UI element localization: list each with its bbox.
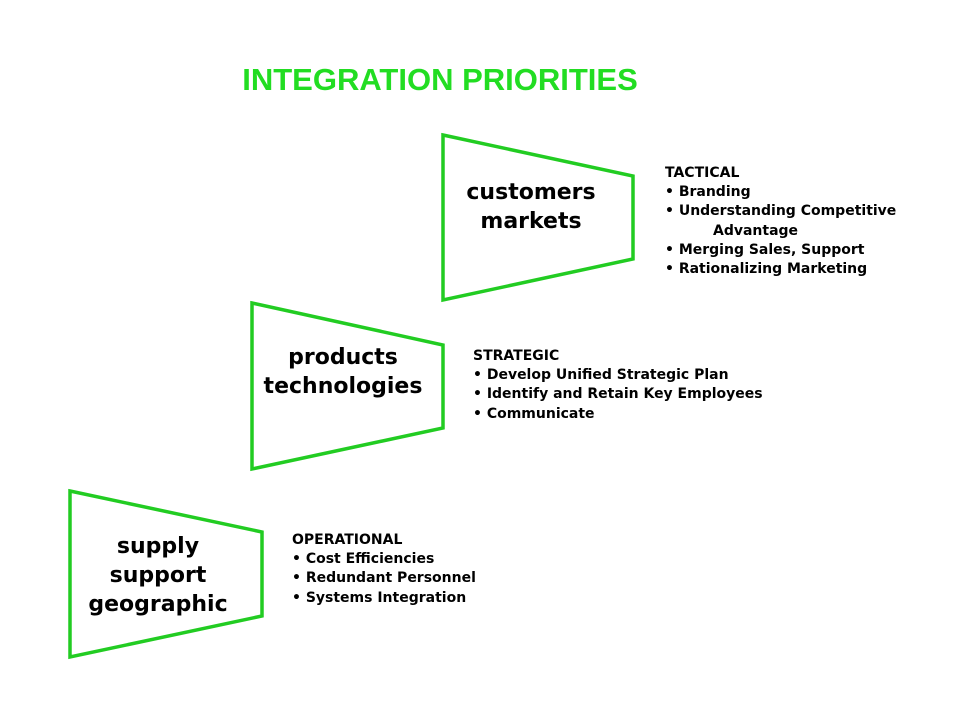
label-line: support (109, 563, 207, 588)
label-line: supply (116, 534, 200, 559)
trapezoid-operational (68, 488, 264, 660)
label-line: customers (466, 180, 596, 205)
label-line: technologies (263, 374, 423, 399)
list-item: • Rationalizing Marketing (665, 261, 868, 278)
list-heading: OPERATIONAL (292, 532, 403, 548)
tier-label-tactical: customers markets (448, 178, 614, 236)
list-item: • Understanding Competitive (665, 203, 897, 220)
tier-label-strategic: products technologies (252, 343, 434, 401)
list-item: • Systems Integration (292, 589, 467, 606)
label-line: geographic (88, 592, 228, 617)
list-item: • Communicate (473, 405, 595, 422)
list-item: • Redundant Personnel (292, 570, 476, 587)
list-heading: TACTICAL (665, 165, 740, 181)
page-title: INTEGRATION PRIORITIES (242, 62, 638, 97)
strategic-list: STRATEGIC • Develop Unified Strategic Pl… (473, 347, 763, 424)
label-line: markets (480, 209, 582, 234)
list-item: • Branding (665, 184, 751, 201)
list-item: • Identify and Retain Key Employees (473, 386, 763, 403)
list-item: Advantage (713, 222, 799, 239)
trapezoid-tactical (441, 132, 635, 303)
trapezoid-strategic (250, 300, 445, 472)
list-heading: STRATEGIC (473, 348, 560, 364)
list-item: • Develop Unified Strategic Plan (473, 367, 729, 384)
label-line: products (288, 345, 398, 370)
list-item: • Cost Efficiencies (292, 551, 435, 568)
tactical-list: TACTICAL • Branding • Understanding Comp… (665, 164, 896, 279)
operational-list: OPERATIONAL • Cost Efficiencies • Redund… (292, 531, 476, 608)
tier-label-operational: supply support geographic (72, 532, 244, 619)
list-item: • Merging Sales, Support (665, 241, 865, 258)
